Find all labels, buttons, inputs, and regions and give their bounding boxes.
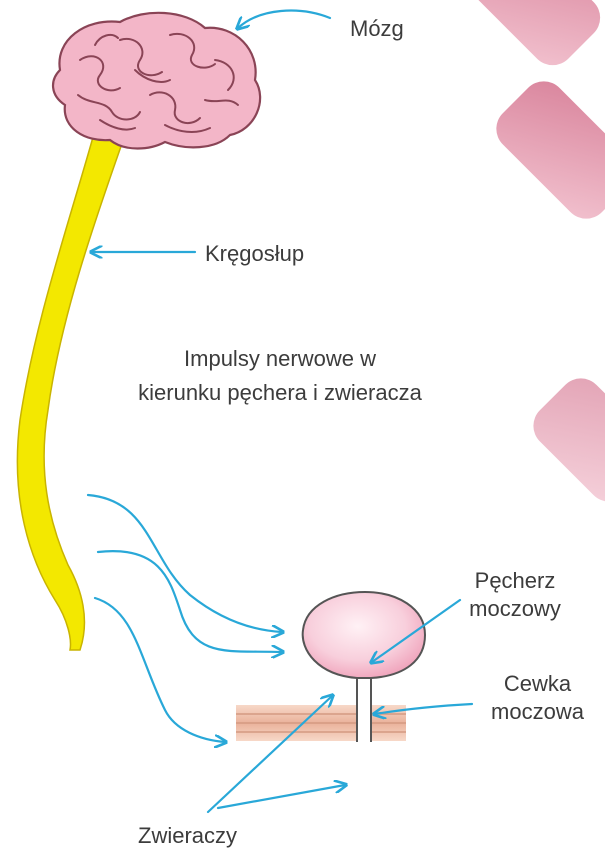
bladder-icon [303,592,425,678]
arrow-to-brain [238,11,330,28]
label-spine: Kręgosłup [205,240,304,268]
label-impulses-line2: kierunku pęchera i zwieracza [110,379,450,407]
arrow-impulse-2 [98,551,282,652]
brain-icon [53,13,260,149]
decor-bar-3 [524,369,605,510]
spinal-cord-icon [17,130,125,650]
label-urethra: Cewka moczowa [470,670,605,726]
label-impulses-line1: Impulsy nerwowe w [110,345,450,373]
label-bladder: Pęcherz moczowy [445,567,585,623]
arrow-sphincter-2 [218,785,345,808]
label-urethra-line1: Cewka [470,670,605,698]
decor-bar-2 [487,72,605,228]
decor-bars [461,0,605,511]
label-brain: Mózg [350,15,404,43]
label-bladder-line1: Pęcherz [445,567,585,595]
label-urethra-line2: moczowa [470,698,605,726]
decor-bar-1 [461,0,605,74]
label-sphincters: Zwieraczy [138,822,237,850]
sphincter-muscle-icon [236,675,406,742]
label-bladder-line2: moczowy [445,595,585,623]
arrow-impulse-3 [95,598,225,742]
label-impulses: Impulsy nerwowe w kierunku pęchera i zwi… [110,345,450,407]
